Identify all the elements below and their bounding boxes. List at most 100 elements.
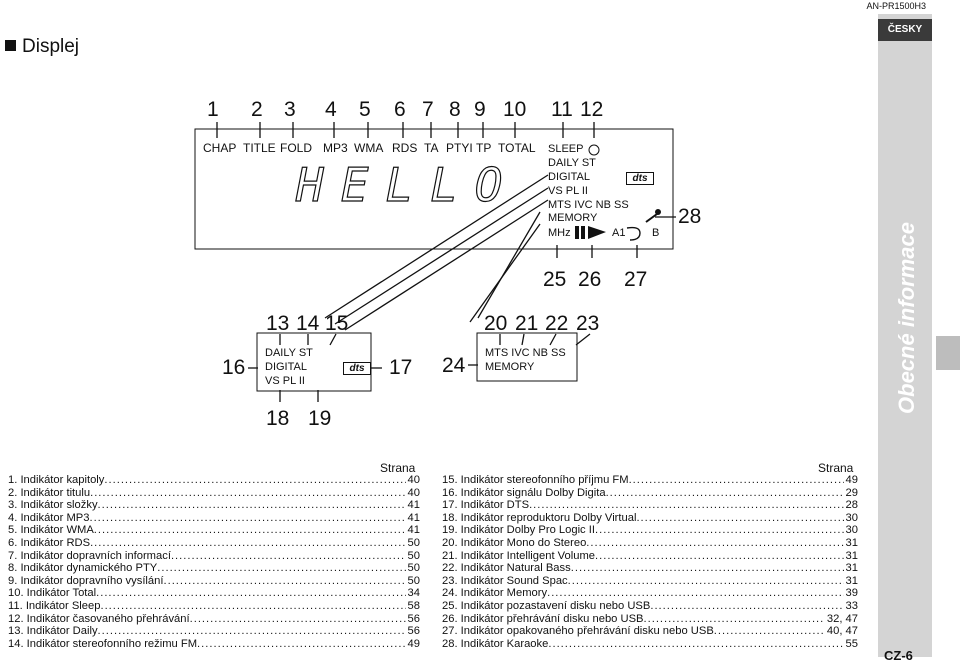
label-chap: CHAP xyxy=(203,141,237,155)
label-mhz: MHz xyxy=(548,227,571,239)
toc-item-text: 28. Indikátor Karaoke xyxy=(442,637,549,650)
toc-item: 5. Indikátor WMA 41 xyxy=(8,524,420,537)
toc-leader-dots xyxy=(606,487,844,500)
detail-vs-pl: VS PL II xyxy=(265,375,305,387)
toc-leader-dots xyxy=(98,499,406,512)
toc-item-page: 31 xyxy=(845,536,858,549)
toc-item-page: 50 xyxy=(407,549,420,562)
callout-4: 4 xyxy=(325,98,337,121)
toc-item: 10. Indikátor Total34 xyxy=(8,587,420,600)
detail-dts-logo: dts xyxy=(343,362,371,375)
toc-leader-dots xyxy=(100,600,405,613)
toc-item-text: 5. Indikátor WMA xyxy=(8,524,94,537)
toc-item-text: 11. Indikátor Sleep xyxy=(8,599,101,612)
toc-item-page: 29 xyxy=(845,486,858,499)
callout-3: 3 xyxy=(284,98,296,121)
label-daily-st: DAILY ST xyxy=(548,157,596,169)
toc-item: 2. Indikátor titulu 40 xyxy=(8,487,420,500)
toc-item-page: 41 xyxy=(407,511,420,524)
toc-item: 14. Indikátor stereofonního režimu FM49 xyxy=(8,638,420,651)
callout-23: 23 xyxy=(576,312,600,335)
toc-item-text: 15. Indikátor stereofonního příjmu FM xyxy=(442,474,629,486)
toc-item: 1. Indikátor kapitoly40 xyxy=(8,474,420,487)
callout-18: 18 xyxy=(266,407,290,430)
callout-19: 19 xyxy=(308,407,332,430)
toc-item-page: 50 xyxy=(407,574,420,587)
toc-item: 16. Indikátor signálu Dolby Digita 29 xyxy=(442,487,858,500)
callout-1: 1 xyxy=(207,98,219,121)
display-outline xyxy=(194,128,674,250)
clock-icon xyxy=(588,144,600,156)
toc-leader-dots xyxy=(171,550,406,563)
toc-item-text: 3. Indikátor složky xyxy=(8,499,98,512)
callout-26: 26 xyxy=(578,268,602,291)
callout-22: 22 xyxy=(545,312,569,335)
label-vs-pl: VS PL II xyxy=(548,185,588,197)
toc-item: 25. Indikátor pozastavení disku nebo USB… xyxy=(442,600,858,613)
side-tab xyxy=(878,14,932,657)
toc-item: 22. Indikátor Natural Bass 31 xyxy=(442,562,858,575)
toc-leader-dots xyxy=(163,575,405,588)
toc-item-page: 31 xyxy=(845,562,858,575)
toc-item: 23. Indikátor Sound Spac31 xyxy=(442,575,858,588)
toc-leader-dots xyxy=(90,537,405,550)
toc-item: 13. Indikátor Daily56 xyxy=(8,625,420,638)
toc-item-text: 9. Indikátor dopravního vysílání xyxy=(8,574,164,587)
toc-item-text: 22. Indikátor Natural Bass xyxy=(442,562,571,575)
callout-14: 14 xyxy=(296,312,320,335)
toc-item-text: 1. Indikátor kapitoly xyxy=(8,474,105,486)
toc-leader-dots xyxy=(586,537,843,550)
toc-item-page: 30 xyxy=(845,511,858,524)
toc-item-page: 33 xyxy=(845,599,858,612)
toc-item: 8. Indikátor dynamického PTY50 xyxy=(8,562,420,575)
toc-left: 1. Indikátor kapitoly402. Indikátor titu… xyxy=(8,474,420,650)
label-ta: TA xyxy=(424,141,439,155)
toc-leader-dots xyxy=(644,613,825,626)
toc-item-page: 58 xyxy=(407,599,420,612)
label-tp: TP xyxy=(476,141,492,155)
label-b: B xyxy=(652,227,660,239)
toc-item-text: 14. Indikátor stereofonního režimu FM xyxy=(8,637,198,650)
toc-leader-dots xyxy=(636,512,843,525)
toc-leader-dots xyxy=(595,550,844,563)
toc-item-page: 40 xyxy=(407,486,420,499)
repeat-icon xyxy=(626,226,641,241)
toc-item-text: 6. Indikátor RDS xyxy=(8,536,91,549)
toc-item-page: 56 xyxy=(407,625,420,638)
callout-6: 6 xyxy=(394,98,406,121)
toc-item: 6. Indikátor RDS50 xyxy=(8,537,420,550)
callout-24: 24 xyxy=(442,354,466,377)
callout-17: 17 xyxy=(389,356,413,379)
label-total: TOTAL xyxy=(498,141,536,155)
toc-item-page: 49 xyxy=(845,474,858,486)
dts-logo: dts xyxy=(626,172,654,185)
callout-27: 27 xyxy=(624,268,648,291)
toc-item-text: 17. Indikátor DTS xyxy=(442,499,530,512)
toc-leader-dots xyxy=(629,474,844,487)
toc-item-text: 24. Indikátor Memory xyxy=(442,587,548,600)
label-mts-ivc: MTS IVC NB SS xyxy=(548,199,629,211)
mid-memory: MEMORY xyxy=(485,361,535,373)
toc-item-text: 27. Indikátor opakovaného přehrávání dis… xyxy=(442,625,714,638)
toc-item: 24. Indikátor Memory39 xyxy=(442,587,858,600)
toc-item-page: 41 xyxy=(407,499,420,512)
toc-item: 27. Indikátor opakovaného přehrávání dis… xyxy=(442,625,858,638)
callout-16: 16 xyxy=(222,356,246,379)
callout-11: 11 xyxy=(551,98,573,121)
label-wma: WMA xyxy=(354,141,384,155)
toc-item-page: 30 xyxy=(845,524,858,537)
toc-item-page: 31 xyxy=(845,549,858,562)
page-number: CZ-6 xyxy=(884,648,913,663)
toc-item-text: 16. Indikátor signálu Dolby Digita xyxy=(442,486,606,499)
display-diagram xyxy=(194,122,676,402)
callout-21: 21 xyxy=(515,312,539,335)
toc-item-text: 12. Indikátor časovaného přehrávání xyxy=(8,612,190,625)
toc-item-page: 55 xyxy=(845,637,858,650)
toc-leader-dots xyxy=(571,562,844,575)
toc-item: 3. Indikátor složky 41 xyxy=(8,499,420,512)
toc-item: 18. Indikátor reproduktoru Dolby Virtual… xyxy=(442,512,858,525)
toc-item-text: 2. Indikátor titulu xyxy=(8,486,91,499)
toc-left-header: Strana xyxy=(380,461,416,475)
toc-item-page: 41 xyxy=(407,524,420,537)
toc-leader-dots xyxy=(595,524,844,537)
